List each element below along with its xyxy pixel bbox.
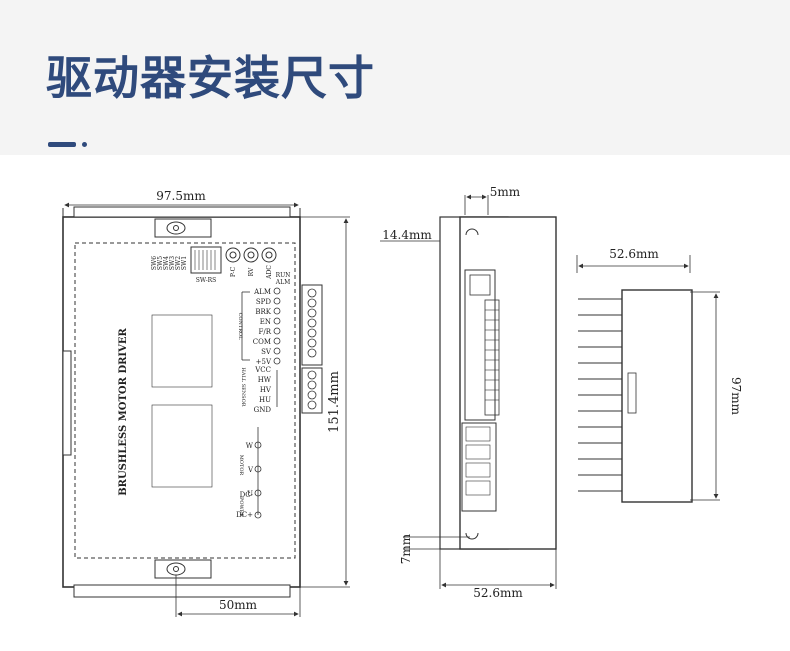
- control-pin-label: F/R: [259, 328, 272, 336]
- pot-labels: P-C RV ADC: [230, 265, 273, 280]
- motor-caption: MOTOR: [238, 455, 244, 476]
- hall-pin-label: HV: [260, 386, 272, 394]
- control-pin-label: SV: [261, 348, 272, 356]
- switch-label: SW2: [175, 256, 182, 270]
- hall-pin-label: VCC: [254, 366, 271, 374]
- pot-label: ADC: [266, 265, 273, 280]
- title-accent-bar: [48, 142, 76, 147]
- control-pin-label: EN: [260, 318, 271, 326]
- status-labels: RUN ALM: [275, 272, 291, 286]
- hall-pin-label: HU: [259, 396, 271, 404]
- hall-pin-label: GND: [254, 406, 272, 414]
- sw-caption: SW-RS: [196, 277, 217, 284]
- control-pin-labels: ALM SPD BRK EN F/R COM SV +5V: [253, 288, 272, 366]
- switch-label: SW1: [181, 256, 188, 270]
- product-name: BRUSHLESS MOTOR DRIVER: [118, 328, 129, 496]
- switch-label: SW5: [157, 256, 164, 270]
- motor-pin-labels: W V U: [246, 442, 254, 498]
- status-label-run: RUN: [276, 272, 291, 279]
- side-offset-dim-label: 14.4mm: [382, 228, 432, 242]
- page-title: 驱动器安装尺寸: [46, 51, 375, 105]
- control-pin-label: +5V: [256, 358, 272, 366]
- title-accent-dot: [82, 142, 87, 147]
- header-band: 驱动器安装尺寸: [0, 0, 790, 155]
- pot-label: P-C: [230, 266, 237, 277]
- control-caption: CONTROL: [237, 313, 243, 340]
- side-top-dim-label: 5mm: [490, 185, 521, 199]
- power-caption: POWER: [238, 497, 244, 517]
- switch-label: SW6: [151, 256, 158, 270]
- side-gap-dim-label: 7mm: [399, 533, 413, 564]
- motor-pin-label: V: [247, 466, 254, 474]
- dimension-drawing: 97.5mm 50mm 151.4mm BRUSHLESS MOTOR DRIV…: [62, 185, 743, 617]
- pot-label: RV: [248, 267, 255, 276]
- motor-pin-label: W: [246, 442, 254, 450]
- front-view: [62, 202, 350, 617]
- power-pin-label: DC-: [240, 491, 254, 499]
- power-pin-label: DC+: [236, 511, 253, 519]
- side-depth-dim-label: 52.6mm: [473, 586, 523, 600]
- control-pin-label: BRK: [255, 308, 271, 316]
- switch-label: SW3: [169, 256, 176, 270]
- switch-label: SW4: [163, 256, 170, 270]
- heatsink-height-dim-label: 97mm: [729, 377, 743, 416]
- hall-pin-label: HW: [258, 376, 272, 384]
- control-pin-label: COM: [253, 338, 271, 346]
- motor-pin-label: U: [247, 490, 253, 498]
- heatsink-view: [576, 255, 720, 503]
- drawing-area: 97.5mm 50mm 151.4mm BRUSHLESS MOTOR DRIV…: [0, 155, 790, 647]
- status-label-alm: ALM: [275, 279, 290, 286]
- hall-caption: HALL SENSOR: [240, 368, 246, 407]
- control-terminal-markers: [254, 287, 317, 519]
- control-pin-label: ALM: [253, 288, 271, 296]
- power-pin-labels: DC- DC+: [236, 491, 253, 519]
- heatsink-depth-dim-label: 52.6mm: [609, 247, 659, 261]
- front-height-label: 151.4mm: [327, 371, 342, 433]
- side-view: [380, 194, 557, 589]
- front-hole-label: 50mm: [219, 598, 258, 612]
- switch-labels: SW6 SW5 SW4 SW3 SW2 SW1: [151, 256, 188, 270]
- hall-pin-labels: VCC HW HV HU GND: [254, 366, 272, 414]
- front-width-label: 97.5mm: [156, 189, 206, 203]
- control-pin-label: SPD: [256, 298, 272, 306]
